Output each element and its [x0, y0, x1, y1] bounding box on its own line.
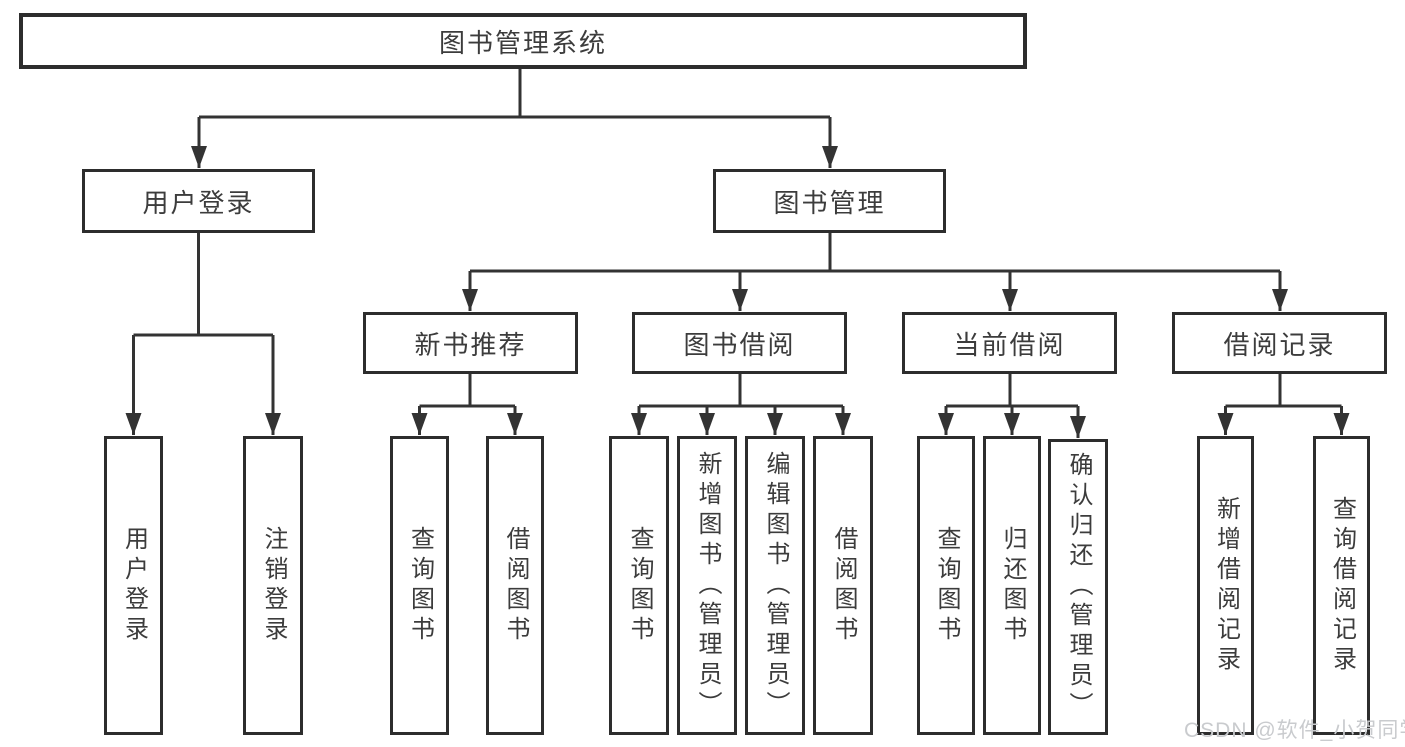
node-book-borrowing: 图书借阅 — [632, 312, 847, 374]
node-book-management: 图书管理 — [713, 169, 946, 233]
node-borrowing-records: 借阅记录 — [1172, 312, 1387, 374]
leaf-label: 编辑图书（管理员） — [762, 450, 789, 721]
node-user-login: 用户登录 — [82, 169, 315, 233]
leaf-logout: 注销登录 — [243, 436, 303, 735]
leaf-label: 用户登录 — [120, 525, 148, 646]
leaf-query-books-2: 查询图书 — [609, 436, 669, 735]
leaf-query-borrow-record: 查询借阅记录 — [1313, 436, 1370, 735]
leaf-query-books-3: 查询图书 — [917, 436, 975, 735]
leaf-query-books-1: 查询图书 — [390, 436, 449, 735]
leaf-label: 注销登录 — [260, 525, 287, 646]
leaf-label: 借阅图书 — [830, 525, 857, 646]
csdn-watermark: CSDN @软件_小贺同学 — [1184, 719, 1405, 742]
leaf-label: 新增借阅记录 — [1212, 495, 1240, 676]
leaf-label: 确认归还（管理员） — [1065, 452, 1092, 722]
leaf-borrow-books-1: 借阅图书 — [486, 436, 544, 735]
node-current-borrowing: 当前借阅 — [902, 312, 1117, 374]
node-new-book-recommend: 新书推荐 — [363, 312, 578, 374]
leaf-add-books-admin: 新增图书（管理员） — [677, 436, 737, 735]
leaf-add-borrow-record: 新增借阅记录 — [1197, 436, 1254, 735]
leaf-label: 查询图书 — [406, 525, 434, 646]
leaf-edit-books-admin: 编辑图书（管理员） — [745, 436, 805, 735]
leaf-borrow-books-2: 借阅图书 — [813, 436, 873, 735]
leaf-label: 查询图书 — [626, 525, 653, 646]
leaf-label: 查询借阅记录 — [1328, 495, 1356, 676]
leaf-user-login: 用户登录 — [104, 436, 163, 735]
node-library-system: 图书管理系统 — [19, 13, 1027, 69]
leaf-confirm-return-admin: 确认归还（管理员） — [1048, 439, 1108, 735]
leaf-label: 查询图书 — [933, 525, 960, 646]
leaf-label: 借阅图书 — [502, 525, 529, 646]
leaf-label: 新增图书（管理员） — [694, 450, 721, 721]
leaf-label: 归还图书 — [999, 525, 1026, 646]
leaf-return-books: 归还图书 — [983, 436, 1041, 735]
